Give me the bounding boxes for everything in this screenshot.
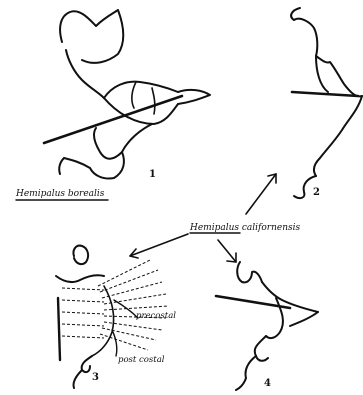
figure-2-number: 2: [313, 187, 320, 198]
arrow-to-figure-2: [246, 174, 276, 214]
figure-4-sketch: [216, 262, 318, 390]
figure-4-number: 4: [264, 378, 271, 389]
species-label-californensis: Hemipalus californensis: [189, 223, 300, 233]
arrow-to-figure-3: [130, 234, 188, 258]
figure-2-sketch: [291, 8, 362, 198]
arrow-to-figure-4: [218, 240, 236, 262]
label-precostal: precostal: [136, 311, 176, 321]
figure-1-number: 1: [149, 169, 156, 180]
label-postcostal: post costal: [118, 355, 165, 365]
figure-3-number: 3: [92, 372, 99, 383]
figure-1-sketch: [44, 10, 210, 179]
species-label-borealis: Hemipalus borealis: [15, 189, 105, 199]
